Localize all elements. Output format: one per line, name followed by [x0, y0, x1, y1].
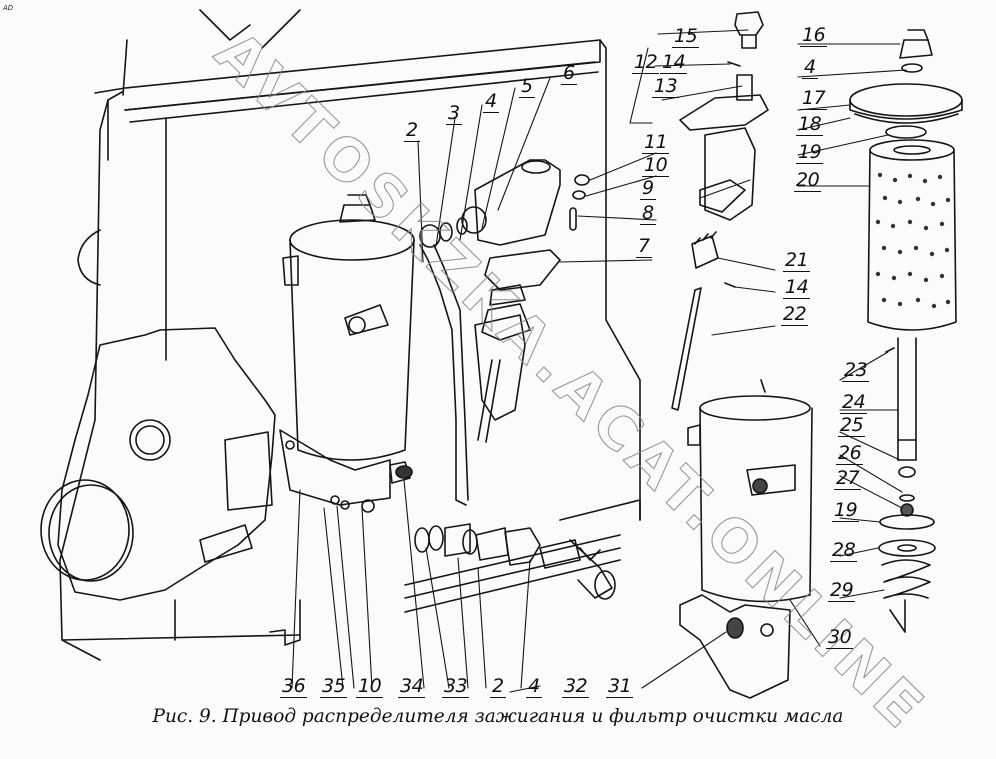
filter-rod-assembly	[878, 337, 936, 633]
filter-element	[867, 139, 957, 331]
callout-label: 28	[830, 539, 858, 562]
callout-label: 11	[642, 131, 670, 154]
callout-label: 32	[562, 675, 590, 698]
callout-label: 14	[660, 51, 688, 74]
callout-label: 5	[519, 75, 535, 98]
callout-label: 13	[652, 75, 680, 98]
callout-label: 23	[842, 359, 870, 382]
callout-label: 36	[280, 675, 308, 698]
callout-label: 14	[783, 276, 811, 299]
callout-label: 2	[490, 675, 506, 698]
callout-label: 27	[834, 467, 862, 490]
callout-label: 33	[442, 675, 470, 698]
callout-label: 20	[794, 169, 822, 192]
callout-label: 8	[640, 202, 656, 225]
callout-label: 10	[642, 154, 670, 177]
callout-label: 12	[632, 51, 660, 74]
pipe-fittings	[414, 523, 616, 600]
callout-label: 31	[606, 675, 634, 698]
oil-filter-housing-right	[679, 379, 813, 699]
callout-label: 16	[800, 24, 828, 47]
callout-label: 4	[802, 56, 818, 79]
engine-block	[59, 9, 641, 661]
callout-label: 19	[796, 141, 824, 164]
callout-label: 24	[840, 391, 868, 414]
drive-shaft-bracket	[679, 11, 769, 221]
corner-mark: AD	[3, 4, 14, 12]
oil-pipe	[419, 206, 487, 506]
callout-label: 4	[526, 675, 542, 698]
callout-label: 25	[838, 414, 866, 437]
callout-label: 34	[398, 675, 426, 698]
callout-label: 3	[446, 102, 462, 125]
filter-perforations	[875, 172, 951, 309]
callout-label: 10	[356, 675, 384, 698]
callout-label: 21	[783, 249, 811, 272]
callout-label: 29	[828, 579, 856, 602]
callout-label: 17	[800, 87, 828, 110]
callout-label: 35	[320, 675, 348, 698]
oil-filter-housing-left	[279, 194, 415, 513]
distributor-drive-housing	[474, 159, 561, 443]
callout-label: 30	[826, 626, 854, 649]
gear-and-rod	[671, 231, 736, 411]
callout-label: 26	[836, 442, 864, 465]
filter-cap	[849, 29, 963, 139]
leader-lines	[291, 29, 907, 693]
callout-label: 2	[404, 119, 420, 142]
figure-caption: Рис. 9. Привод распределителя зажигания …	[152, 706, 844, 727]
callout-label: 15	[672, 25, 700, 48]
callout-label: 18	[796, 113, 824, 136]
callout-label: 4	[483, 90, 499, 113]
callout-label: 9	[640, 177, 656, 200]
callout-label: 22	[781, 303, 809, 326]
timing-cover	[40, 327, 276, 601]
small-fasteners	[569, 174, 590, 231]
callout-label: 6	[561, 62, 577, 85]
callout-label: 19	[832, 499, 860, 522]
callout-label: 7	[636, 235, 652, 258]
